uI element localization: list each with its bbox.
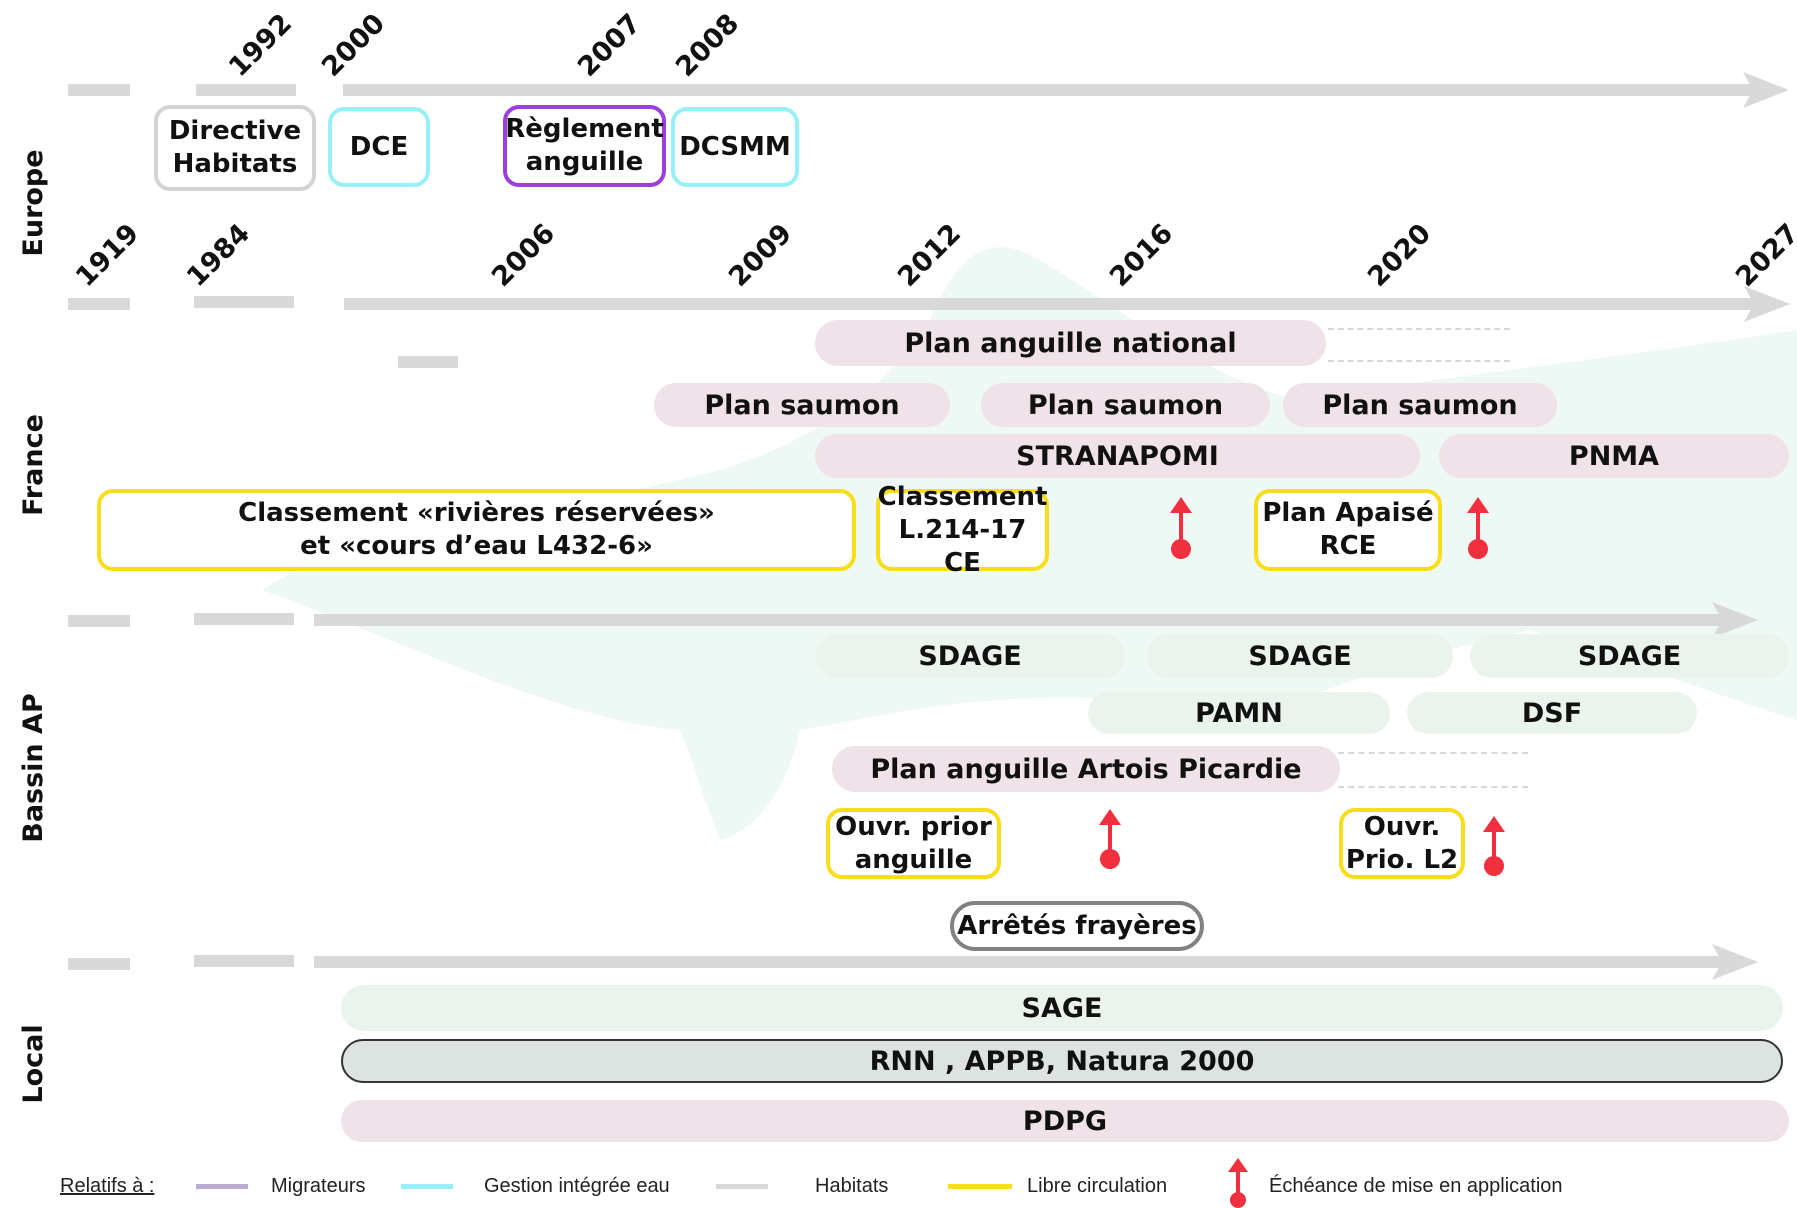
legend-libre-swatch: [948, 1184, 1012, 1189]
classement-l214-box: Classement L.214-17 CE: [876, 481, 1049, 578]
timeline-dash: [194, 613, 294, 625]
echeance-pin-icon: [1099, 809, 1121, 869]
rnn-appb-natura-bar: RNN , APPB, Natura 2000: [341, 1039, 1783, 1083]
echeance-pin-icon: [1170, 497, 1192, 559]
section-label-europe: Europe: [18, 149, 49, 257]
timeline-dash: [398, 356, 458, 368]
dsf-bar: DSF: [1407, 692, 1697, 734]
legend-title: Relatifs à :: [60, 1175, 155, 1197]
legend-echeance-label: Échéance de mise en application: [1269, 1175, 1563, 1197]
timeline-dash: [194, 296, 294, 308]
legend-echeance-pin-icon: [1228, 1158, 1248, 1208]
sdage-bar-1: SDAGE: [815, 634, 1125, 678]
pdpg-bar: PDPG: [341, 1100, 1789, 1142]
timeline-dash: [68, 298, 130, 310]
france-timeline-arrow: [344, 286, 1790, 322]
ouvr-prio-l2-box: Ouvr. Prio. L2: [1339, 808, 1465, 879]
section-label-local: Local: [18, 1024, 49, 1104]
plan-saumon-bar-1: Plan saumon: [654, 383, 950, 427]
timeline-dash: [194, 955, 294, 967]
dotted-extension: [1328, 328, 1510, 330]
legend-habitats-label: Habitats: [815, 1175, 889, 1197]
bassin-timeline-arrow: [314, 602, 1758, 638]
pnma-bar: PNMA: [1439, 434, 1789, 478]
echeance-pin-icon: [1483, 816, 1505, 876]
reglement-anguille-box: Règlement anguille: [503, 105, 666, 187]
arretes-frayeres-box: Arrêtés frayères: [950, 901, 1204, 951]
directive-habitats-box: Directive Habitats: [154, 105, 316, 191]
ouvr-prior-anguille-box: Ouvr. prior anguille: [826, 808, 1001, 879]
legend-libre-label: Libre circulation: [1027, 1175, 1168, 1197]
section-label-bassin: Bassin AP: [18, 693, 49, 843]
timeline-dash: [196, 84, 296, 96]
sdage-bar-2: SDAGE: [1147, 634, 1453, 678]
pamn-bar: PAMN: [1088, 692, 1390, 734]
classement-rivieres-box: Classement «rivières réservées» et «cour…: [97, 489, 856, 571]
local-timeline-arrow: [314, 944, 1758, 980]
legend-migrateurs-label: Migrateurs: [271, 1175, 366, 1197]
plan-apaise-box: Plan Apaisé RCE: [1254, 489, 1442, 571]
plan-anguille-national-bar: Plan anguille national: [815, 320, 1326, 366]
legend-habitats-swatch: [716, 1184, 768, 1189]
europe-timeline-arrow: [343, 72, 1789, 108]
dotted-extension: [1338, 786, 1528, 788]
legend-gestion-label: Gestion intégrée eau: [484, 1175, 670, 1197]
plan-saumon-bar-3: Plan saumon: [1283, 383, 1557, 427]
dotted-extension: [1328, 360, 1510, 362]
plan-anguille-artois-picardie-bar: Plan anguille Artois Picardie: [832, 746, 1340, 792]
plan-saumon-bar-2: Plan saumon: [981, 383, 1270, 427]
echeance-pin-icon: [1467, 497, 1489, 559]
timeline-dash: [68, 958, 130, 970]
sdage-bar-3: SDAGE: [1470, 634, 1789, 678]
timeline-dash: [68, 84, 130, 96]
stranapomi-bar: STRANAPOMI: [815, 434, 1420, 478]
dcsmm-box: DCSMM: [671, 107, 799, 187]
legend-migrateurs-swatch: [196, 1184, 248, 1189]
dce-box: DCE: [328, 107, 430, 187]
legend-gestion-swatch: [401, 1184, 453, 1189]
section-label-france: France: [18, 414, 49, 516]
sage-bar: SAGE: [341, 985, 1783, 1031]
dotted-extension: [1338, 752, 1528, 754]
timeline-dash: [68, 615, 130, 627]
